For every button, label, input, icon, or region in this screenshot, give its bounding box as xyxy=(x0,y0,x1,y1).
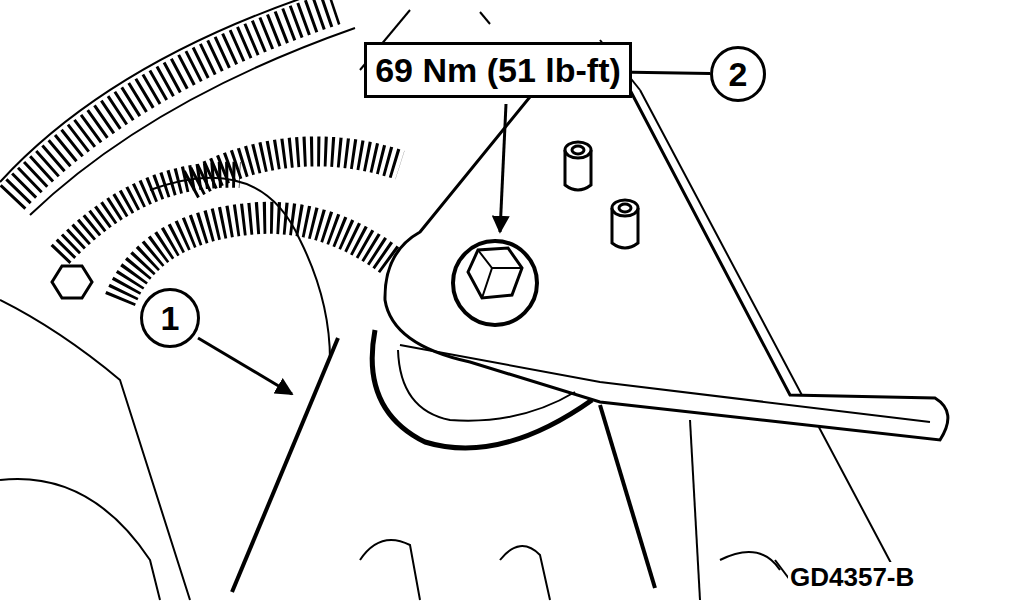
bolt xyxy=(453,241,537,325)
callout-connector xyxy=(632,72,710,73)
leader-arrows xyxy=(198,104,790,580)
figure-code: GD4357-B xyxy=(788,562,916,593)
torque-value: 69 Nm (51 lb-ft) xyxy=(375,51,621,90)
callout-label: 2 xyxy=(729,55,748,94)
mounting-bracket xyxy=(232,60,948,592)
callout-number: 2 xyxy=(710,46,766,102)
studs xyxy=(565,142,638,248)
left-bolt xyxy=(52,266,92,298)
callout-label: 1 xyxy=(161,299,180,338)
torque-box: 69 Nm (51 lb-ft) xyxy=(364,42,632,98)
wiring-harness xyxy=(60,151,400,300)
callout-number: 1 xyxy=(140,288,200,348)
